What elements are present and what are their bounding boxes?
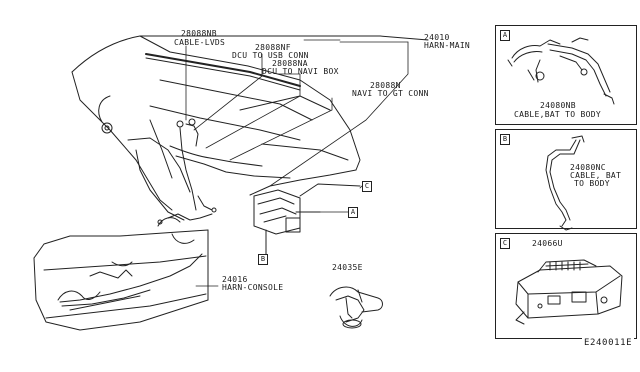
panel-b-description-line2: TO BODY [574,179,610,188]
panel-c-part-number: 24066U [532,239,563,248]
panel-a-part-number: 24080NB [540,101,576,110]
dashboard-outline [71,35,429,211]
part-number-harn-main: 24010 [424,33,450,42]
detail-panel-a: A 24080NB CABLE,BAT TO BODY [495,25,637,125]
panel-c-box [515,259,623,325]
view-tag-c: C [362,181,372,192]
description-dcu-navi: DCU TO NAVI BOX [262,67,339,76]
part-number-navi-gt: 28088N [370,81,401,90]
panel-b-part-number: 24080NC [570,163,606,172]
clip-detail [329,286,383,329]
panel-a-cable [507,37,615,105]
harness-wiring [59,118,291,307]
clip-detail-frame [316,258,396,338]
part-number-cable-lvds: 28088NB [181,29,217,38]
detail-panel-b: B 24080NC CABLE, BAT TO BODY [495,129,637,229]
description-navi-gt: NAVI TO GT CONN [352,89,429,98]
center-console [33,229,209,331]
part-number-dcu-navi: 28088NA [272,59,308,68]
panel-a-tag: A [500,30,510,41]
panel-c-tag: C [500,238,510,249]
description-cable-lvds: CABLE-LVDS [174,38,226,47]
leader-lines [185,39,409,287]
description-harn-main: HARN-MAIN [424,41,471,50]
view-tag-b: B [258,254,268,265]
part-number-harn-console: 24016 [222,275,248,284]
part-number-dcu-usb: 28088NF [255,43,291,52]
detail-panel-c: C 24066U [495,233,637,339]
description-dcu-usb: DCU TO USB CONN [232,51,309,60]
panel-a-description: CABLE,BAT TO BODY [514,110,601,119]
part-number-clip: 24035E [332,263,363,272]
center-module [253,183,361,255]
description-harn-console: HARN-CONSOLE [222,283,284,292]
diagram-code: E240011E [582,338,635,348]
panel-b-tag: B [500,134,510,145]
lower-dash [127,119,191,221]
view-tag-a: A [348,207,358,218]
panel-b-description-line1: CABLE, BAT [570,171,622,180]
